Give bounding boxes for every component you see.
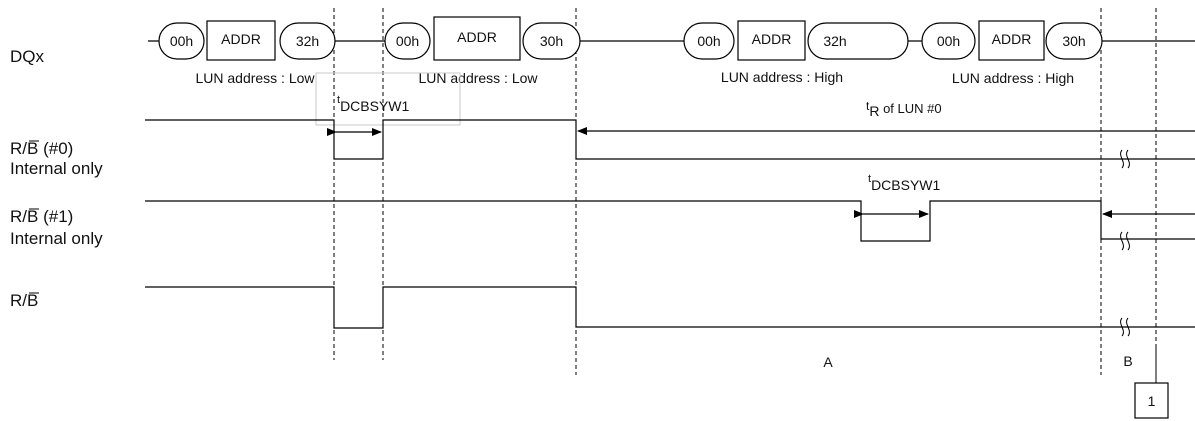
t1-sub: DCBSYW1	[340, 98, 409, 114]
caption-lun-high-2: LUN address : High	[952, 70, 1074, 86]
region-a-label: A	[823, 354, 833, 370]
t-dcbsyw1-frame	[315, 72, 461, 126]
tr-prefix: t	[866, 99, 870, 113]
cmd-30h-2-text: 30h	[540, 33, 563, 49]
caption-lun-low-1: LUN address : Low	[195, 70, 315, 86]
cmd-32h-1-text: 32h	[296, 33, 319, 49]
command-sequence-2: 00h ADDR 30h LUN address : Low	[384, 16, 581, 86]
cmd-32h-1	[279, 22, 336, 60]
region-b-label: B	[1123, 353, 1132, 369]
addr-box-2-text: ADDR	[457, 29, 497, 45]
dqx-label: DQx	[10, 47, 45, 66]
rb-waveform	[145, 286, 1195, 329]
rb0-waveform	[145, 119, 1195, 160]
rb1-suffix: (#1)	[43, 207, 73, 226]
rb0-break-mark	[1120, 149, 1130, 169]
cmd-32h-3-text: 32h	[823, 33, 846, 49]
cmd-30h-2	[522, 22, 581, 60]
cmd-00h-4-text: 00h	[937, 33, 960, 49]
rb1-name: R/B	[10, 207, 38, 226]
addr-box-4-text: ADDR	[992, 31, 1032, 47]
marker-1-text: 1	[1148, 393, 1156, 409]
rb1-label: R/B (#1) Internal only	[10, 207, 103, 248]
cmd-30h-4-text: 30h	[1062, 33, 1085, 49]
rb1-waveform	[145, 200, 1195, 242]
command-sequence-1: 00h ADDR 32h LUN address : Low	[158, 20, 336, 86]
cmd-00h-2-text: 00h	[396, 33, 419, 49]
addr-box-3	[737, 20, 806, 61]
tr-sub: R	[869, 103, 879, 119]
cmd-00h-2	[384, 22, 431, 60]
t2-prefix: t	[868, 173, 871, 185]
cmd-30h-4	[1045, 22, 1103, 60]
t1-prefix: t	[337, 94, 340, 106]
t2-sub: DCBSYW1	[871, 177, 940, 193]
rb-break-mark	[1120, 317, 1130, 337]
cmd-32h-3	[807, 22, 909, 60]
rb1-internal: Internal only	[10, 229, 103, 248]
tr-rest: of LUN #0	[879, 101, 941, 116]
rb0-internal: Internal only	[10, 159, 103, 178]
t-dcbsyw1-label-1: tDCBSYW1	[315, 72, 461, 126]
rb0-label: R/B (#0) Internal only	[10, 139, 103, 178]
t-dcbsyw1-label-2: tDCBSYW1	[868, 173, 941, 193]
rb-name: R/B	[10, 291, 38, 310]
rb-label: R/B	[10, 291, 39, 310]
caption-lun-high-1: LUN address : High	[721, 69, 843, 85]
t-r-lun0-label: tR of LUN #0	[866, 99, 942, 119]
cmd-00h-3	[683, 22, 735, 60]
svg-text:R/B (#1): R/B (#1)	[10, 207, 73, 226]
command-sequence-3: 00h ADDR 32h LUN address : High	[683, 20, 909, 85]
rb0-name: R/B	[10, 139, 38, 158]
cmd-00h-1-text: 00h	[170, 33, 193, 49]
addr-box-3-text: ADDR	[752, 31, 792, 47]
rb1-break-mark	[1120, 231, 1130, 251]
svg-text:R/B (#0): R/B (#0)	[10, 139, 73, 158]
cmd-00h-4	[921, 22, 976, 60]
addr-box-2	[433, 16, 521, 61]
command-sequence-4: 00h ADDR 30h LUN address : High	[921, 20, 1103, 86]
addr-box-1	[206, 20, 276, 61]
caption-lun-low-2: LUN address : Low	[418, 70, 538, 86]
cmd-00h-1	[158, 22, 205, 60]
addr-box-4	[978, 20, 1045, 61]
rb0-suffix: (#0)	[43, 139, 73, 158]
cmd-00h-3-text: 00h	[697, 33, 720, 49]
svg-text:tDCBSYW1: tDCBSYW1	[337, 94, 410, 114]
marker-1-box	[1134, 382, 1169, 419]
addr-box-1-text: ADDR	[221, 31, 261, 47]
